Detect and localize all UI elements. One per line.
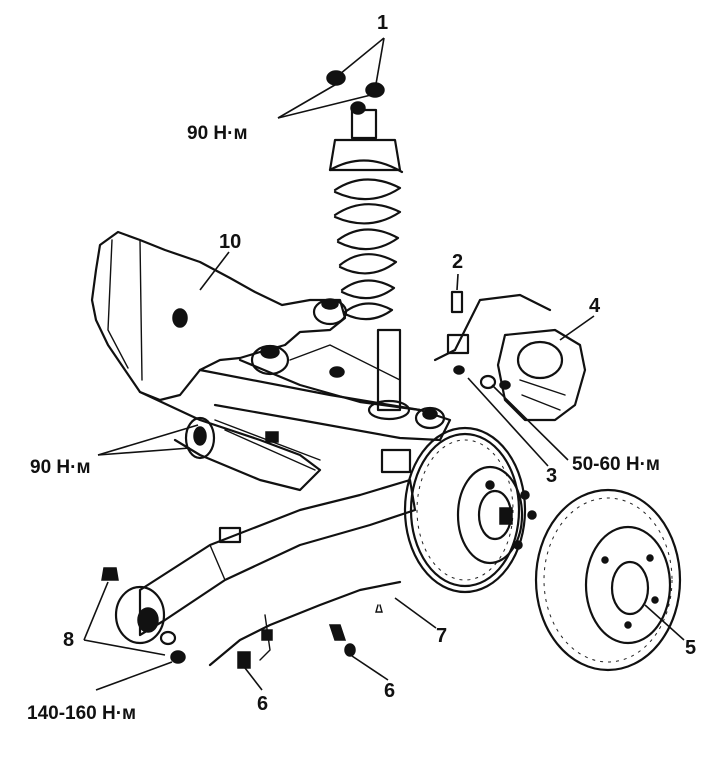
callout-1: 1 (377, 12, 389, 34)
callout-4: 4 (589, 295, 601, 317)
callout-3: 3 (546, 465, 558, 487)
strut-assembly (328, 101, 411, 421)
torque-caliper: 50-60 Н·м (572, 454, 660, 475)
hub-assembly (403, 426, 537, 594)
torque-trailing-arm: 140-160 Н·м (27, 703, 137, 724)
crossmember-frame (90, 230, 452, 492)
brake-caliper (433, 290, 587, 422)
callout-7: 7 (436, 625, 448, 647)
callout-10: 10 (219, 231, 242, 253)
torque-strut-top: 90 Н·м (187, 123, 248, 144)
leader-lines (83, 37, 685, 691)
parking-brake-cable (208, 580, 402, 667)
trailing-arm (114, 478, 417, 645)
fasteners (101, 70, 385, 669)
brake-disc (534, 488, 682, 672)
torque-crossmember: 90 Н·м (30, 457, 91, 478)
callout-5: 5 (685, 637, 697, 659)
callout-6-right: 6 (384, 680, 396, 702)
callout-8: 8 (63, 629, 75, 651)
callout-6-left: 6 (257, 693, 269, 715)
callout-2: 2 (452, 251, 464, 273)
